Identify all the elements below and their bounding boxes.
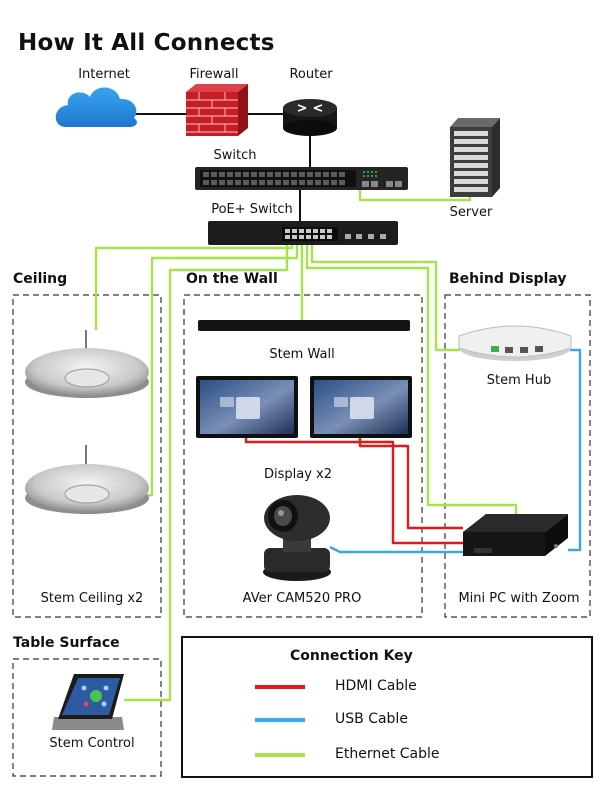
switch-icon bbox=[195, 167, 408, 190]
mini-pc-icon bbox=[463, 514, 568, 556]
ceiling-mic-icon bbox=[25, 330, 149, 398]
hdmi-cables bbox=[244, 438, 463, 545]
display-label: Display x2 bbox=[263, 467, 333, 482]
poe-switch-label: PoE+ Switch bbox=[211, 202, 293, 217]
server-label: Server bbox=[449, 205, 493, 220]
ptz-camera-icon bbox=[263, 495, 331, 581]
poe-switch-icon bbox=[208, 221, 398, 245]
ceiling-section-title: Ceiling bbox=[13, 271, 68, 287]
mini-pc-label: Mini PC with Zoom bbox=[458, 591, 580, 606]
key-hdmi-label: HDMI Cable bbox=[335, 678, 417, 694]
stem-wall-label: Stem Wall bbox=[269, 347, 335, 362]
page-title: How It All Connects bbox=[18, 30, 275, 56]
connection-key-title: Connection Key bbox=[290, 648, 413, 664]
internet-label: Internet bbox=[78, 67, 130, 82]
stem-hub-label: Stem Hub bbox=[486, 373, 552, 388]
key-usb-label: USB Cable bbox=[335, 711, 408, 727]
behind-display-section-title: Behind Display bbox=[449, 271, 567, 287]
connection-key-box bbox=[181, 636, 593, 778]
server-icon bbox=[450, 118, 500, 197]
display-icon bbox=[310, 376, 412, 438]
behind-display-section-box bbox=[444, 294, 591, 618]
cloud-icon bbox=[55, 87, 137, 127]
firewall-label: Firewall bbox=[189, 67, 239, 82]
usb-cables bbox=[329, 348, 582, 554]
stem-wall-bar-icon bbox=[198, 320, 410, 331]
camera-label: AVer CAM520 PRO bbox=[242, 591, 362, 606]
stem-ceiling-label: Stem Ceiling x2 bbox=[40, 591, 144, 606]
switch-label: Switch bbox=[213, 148, 257, 163]
ceiling-section-box bbox=[12, 294, 162, 618]
firewall-icon bbox=[186, 84, 248, 136]
table-section-title: Table Surface bbox=[13, 635, 120, 651]
wall-section-title: On the Wall bbox=[186, 271, 278, 287]
stem-hub-icon bbox=[458, 325, 572, 361]
ethernet-cables bbox=[94, 190, 518, 702]
stem-control-tablet-icon bbox=[52, 674, 124, 730]
key-ethernet-label: Ethernet Cable bbox=[335, 746, 440, 762]
router-icon bbox=[283, 99, 337, 136]
display-icon bbox=[196, 376, 298, 438]
stem-control-label: Stem Control bbox=[49, 736, 135, 751]
ceiling-mic-icon bbox=[25, 445, 149, 514]
table-section-box bbox=[12, 658, 162, 777]
router-label: Router bbox=[289, 67, 333, 82]
